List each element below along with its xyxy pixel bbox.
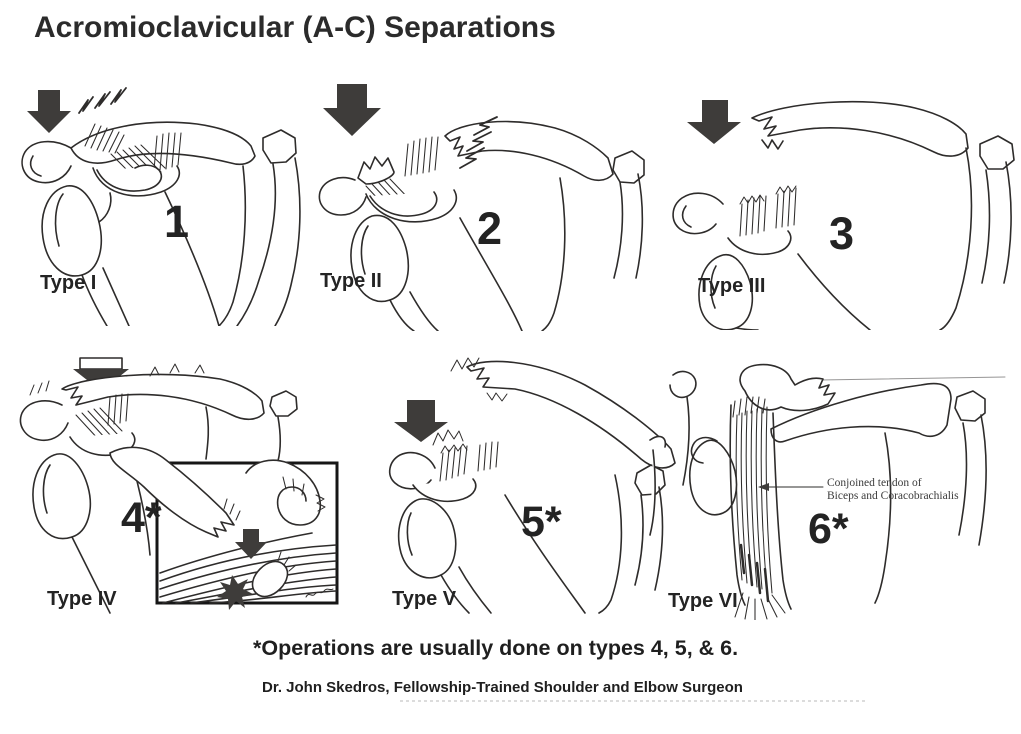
- figure-number-4: 4*: [121, 494, 162, 542]
- clavicle: [466, 360, 676, 469]
- annotation-leader-line: [758, 483, 824, 491]
- figure-number-3: 3: [829, 208, 855, 259]
- tendon-annotation-line2: Biceps and Coracobrachialis: [827, 490, 959, 502]
- scapular-spine-fragment: [262, 129, 297, 164]
- cc-ligament-hatch: [110, 144, 166, 183]
- credit-line: Dr. John Skedros, Fellowship-Trained Sho…: [262, 679, 743, 696]
- acromion: [318, 176, 367, 216]
- impact-burst-icon: [217, 575, 253, 610]
- inset-posterior-view: [109, 446, 337, 610]
- impact-arrow-icon: [394, 400, 448, 442]
- figure-number-2: 2: [477, 203, 503, 254]
- displaced-clavicle: [109, 446, 235, 538]
- artist-signature: [305, 588, 334, 598]
- page-title: Acromioclavicular (A-C) Separations: [34, 11, 556, 44]
- clavicle: [61, 373, 265, 421]
- acromion: [388, 451, 436, 490]
- scapular-spine-fragment: [954, 390, 986, 422]
- type-3-illustration: [672, 100, 1015, 330]
- type-6-illustration: [649, 363, 1006, 620]
- clavicle: [70, 121, 256, 166]
- clavicle: [770, 382, 952, 443]
- impact-sparks-icon: [459, 116, 498, 169]
- acromion: [19, 400, 69, 442]
- coracoid-process: [727, 230, 792, 256]
- impact-arrow-icon: [323, 84, 381, 136]
- humeral-head: [32, 453, 92, 540]
- coracoid-process: [412, 478, 477, 503]
- coracoid-process: [96, 164, 163, 192]
- clavicle: [751, 100, 969, 157]
- torn-ligament-hatch: [739, 195, 767, 237]
- figure-number-5: 5*: [521, 498, 562, 546]
- torn-ligament-hatch: [439, 445, 468, 482]
- coracoid-process: [369, 191, 438, 217]
- type-label-6: Type VI: [668, 590, 738, 612]
- figure-number-1: 1: [164, 196, 190, 247]
- clavicle: [444, 120, 614, 182]
- impact-arrow-icon: [27, 90, 71, 133]
- ac-ligament-hatch: [84, 123, 125, 154]
- humeral-head: [41, 185, 103, 277]
- impact-sparks-icon: [78, 87, 127, 114]
- operations-note: *Operations are usually done on types 4,…: [253, 636, 739, 660]
- acromion: [21, 140, 72, 184]
- type-label-3: Type III: [698, 275, 766, 297]
- type-label-5: Type V: [392, 588, 457, 610]
- acromion-clavicle-complex: [739, 363, 836, 412]
- type-label-2: Type II: [320, 270, 382, 292]
- tendon-annotation-line1: Conjoined tendon of: [827, 477, 922, 489]
- type-label-1: Type I: [40, 272, 97, 294]
- clavicle-stub: [357, 156, 395, 185]
- inset-arrow-icon: [235, 529, 267, 559]
- conjoined-tendon: [729, 396, 792, 620]
- type-5-illustration: [388, 357, 697, 614]
- type-label-4: Type IV: [47, 588, 117, 610]
- acromion: [672, 192, 724, 235]
- inset-box: [155, 461, 339, 605]
- type-4-illustration: [19, 357, 339, 614]
- type-2-illustration: [318, 84, 645, 331]
- scan-artifact-line: [400, 700, 868, 702]
- scapular-spine-fragment: [979, 135, 1015, 170]
- impact-arrow-icon: [687, 100, 741, 144]
- tendon-annotation: Conjoined tendon of Biceps and Coracobra…: [827, 477, 959, 503]
- type-1-illustration: [21, 87, 301, 326]
- scapular-spine-fragment: [269, 390, 298, 417]
- figure-number-6: 6*: [808, 505, 849, 553]
